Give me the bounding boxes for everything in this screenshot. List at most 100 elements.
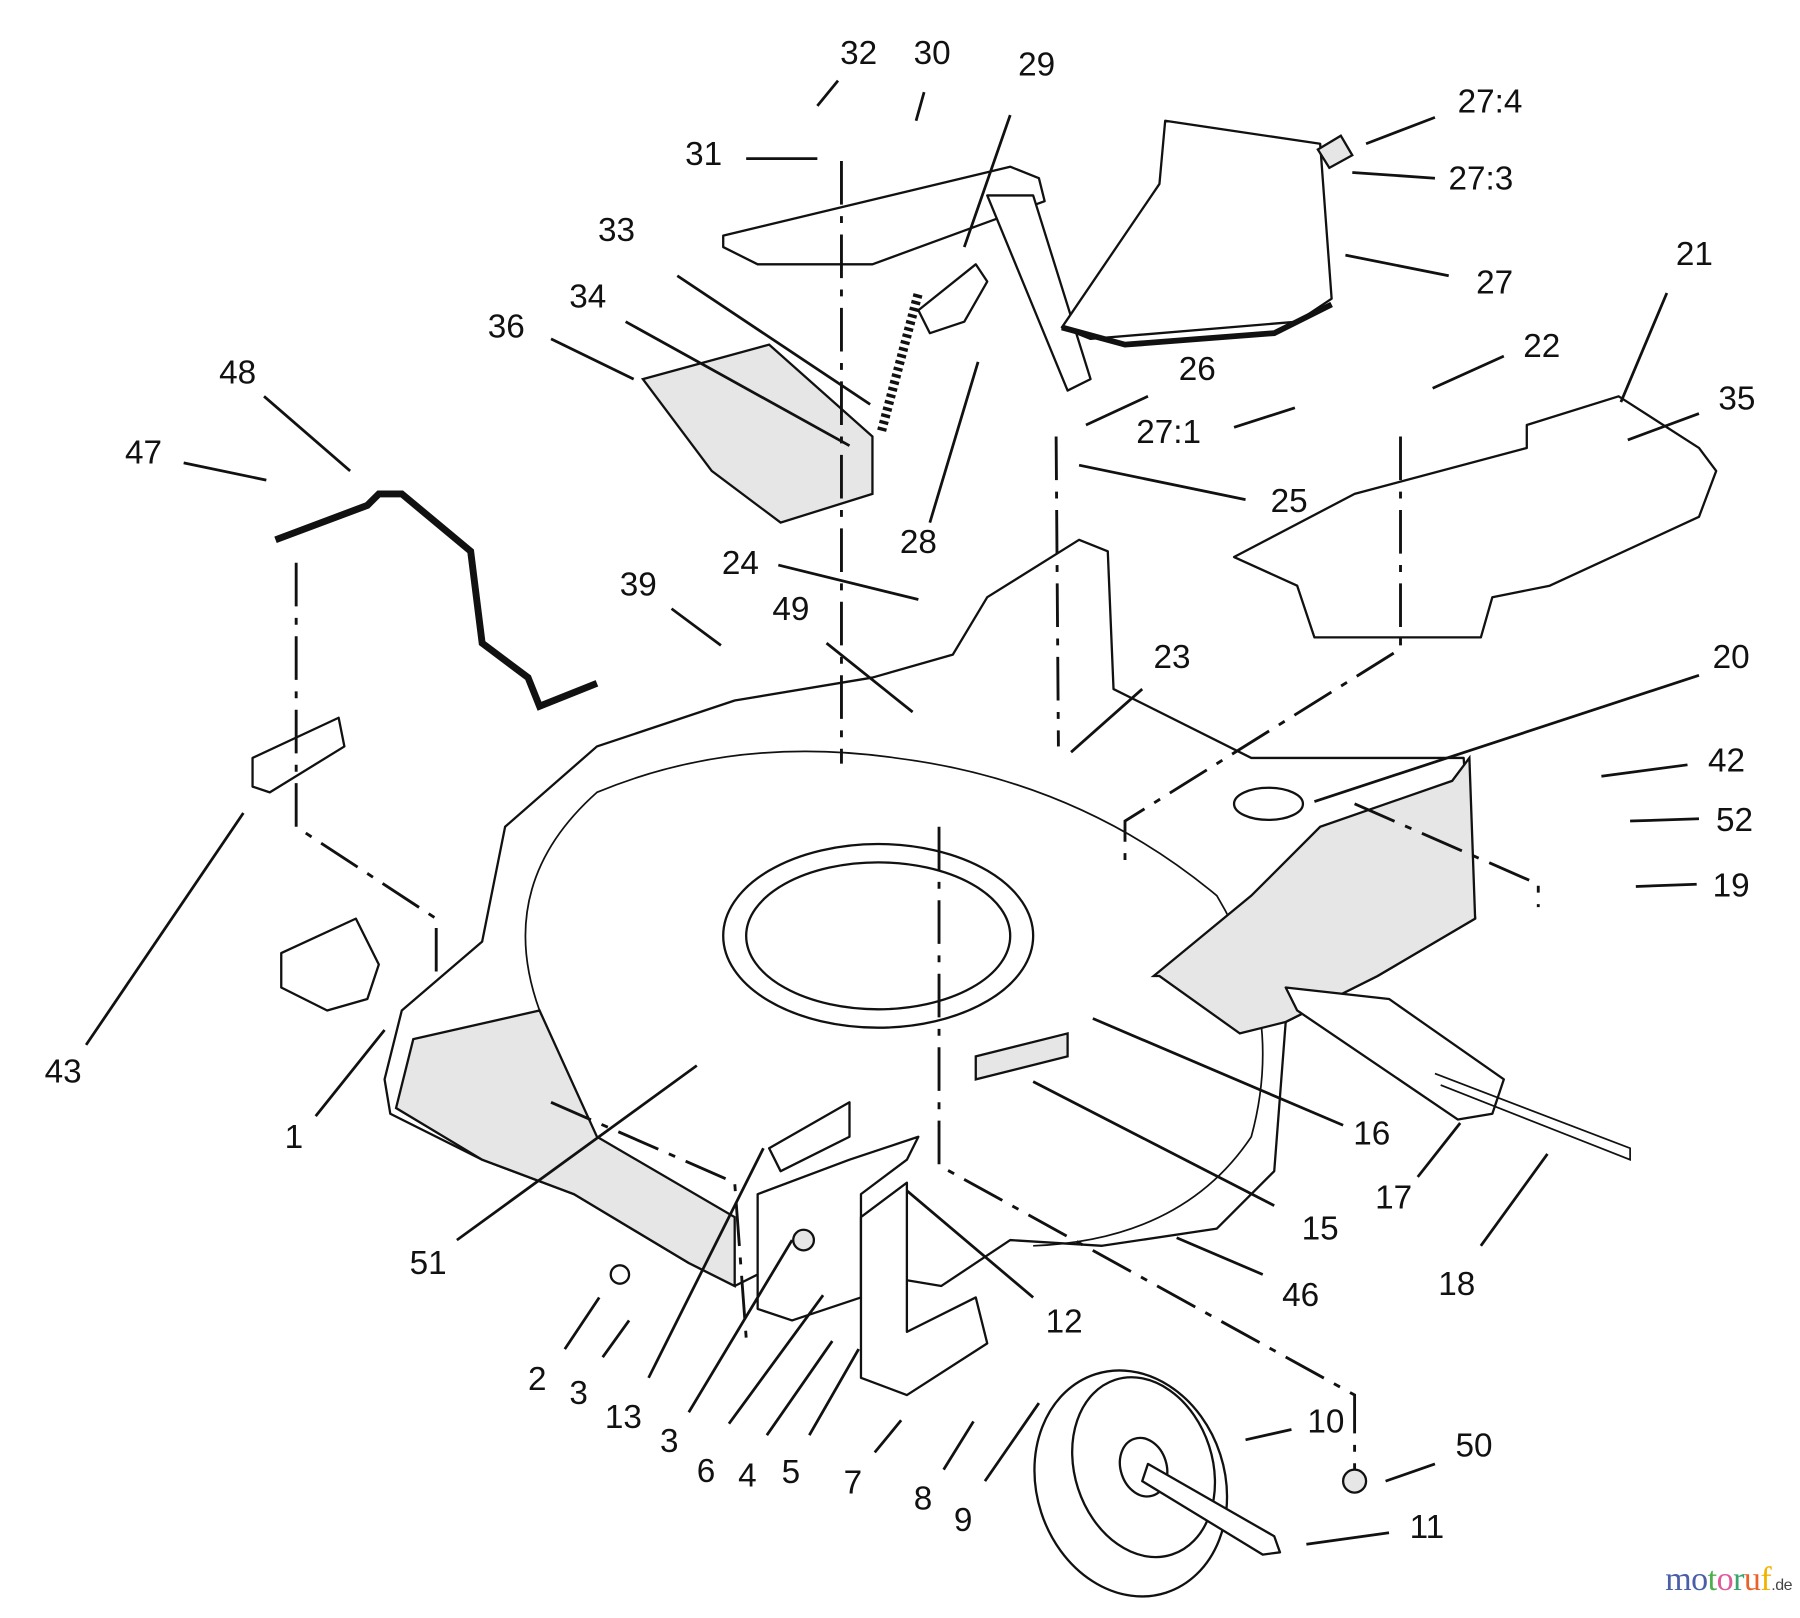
part-label-36: 36 <box>488 308 525 345</box>
part-label-12: 12 <box>1046 1304 1083 1341</box>
bracket-1 <box>280 917 380 1012</box>
part-label-24: 24 <box>722 545 759 582</box>
parts-drawing <box>251 119 1718 1598</box>
leader-line-18 <box>1479 1153 1549 1247</box>
leader-line-30 <box>914 91 926 122</box>
part-label-32: 32 <box>840 35 877 72</box>
part-label-47: 47 <box>125 435 162 472</box>
height-adjuster-13 <box>767 1101 851 1173</box>
part-label-9: 9 <box>954 1502 973 1539</box>
part-label-19: 19 <box>1713 867 1750 904</box>
part-label-16: 16 <box>1353 1115 1390 1152</box>
leader-line-33 <box>676 274 871 406</box>
part-label-31: 31 <box>685 136 722 173</box>
leader-line-46 <box>1176 1236 1264 1276</box>
part-label-17: 17 <box>1375 1180 1412 1217</box>
rear-chute-cover-21 <box>1232 395 1718 639</box>
logo-suffix: .de <box>1771 1577 1792 1594</box>
part-label-50: 50 <box>1455 1428 1492 1465</box>
cutting-ring-inner <box>745 861 1012 1011</box>
leader-line-17 <box>1416 1122 1462 1178</box>
deflector-36 <box>640 343 874 524</box>
part-label-7: 7 <box>844 1464 863 1501</box>
leader-line-21 <box>1619 292 1669 403</box>
part-label-5: 5 <box>782 1454 801 1491</box>
part-label-43: 43 <box>45 1053 82 1090</box>
leader-line-27-4 <box>1365 116 1436 146</box>
leader-line-3 <box>687 1239 794 1413</box>
bag-handle-27-3 <box>1316 134 1354 170</box>
part-label-27-1: 27:1 <box>1136 414 1201 451</box>
leader-line-27 <box>1345 253 1449 278</box>
leader-line-47 <box>183 461 267 482</box>
rear-handle-48 <box>274 490 599 711</box>
logo-letter: m <box>1665 1561 1692 1598</box>
part-label-27-3: 27:3 <box>1448 160 1513 197</box>
leader-line-23 <box>1070 688 1144 754</box>
handle-frame-29 <box>986 194 1092 392</box>
washer-6 <box>792 1228 816 1252</box>
leader-line-5 <box>808 1348 860 1436</box>
spring-33 <box>877 291 923 432</box>
part-label-15: 15 <box>1302 1211 1339 1248</box>
part-label-28: 28 <box>900 524 937 561</box>
part-label-48: 48 <box>219 354 256 391</box>
leader-line-32 <box>816 79 840 107</box>
part-label-1: 1 <box>285 1119 304 1156</box>
leader-line-6 <box>727 1294 825 1425</box>
part-label-8: 8 <box>914 1480 933 1517</box>
part-label-10: 10 <box>1307 1404 1344 1441</box>
leader-line-52 <box>1630 817 1700 823</box>
logo-letter: o <box>1716 1561 1734 1598</box>
part-label-23: 23 <box>1154 639 1191 676</box>
rear-drive-housing <box>1150 754 1477 1035</box>
leader-line-24 <box>777 563 919 601</box>
leader-lines <box>84 79 1700 1546</box>
part-label-21: 21 <box>1676 236 1713 273</box>
leader-line-19 <box>1635 882 1697 888</box>
part-label-30: 30 <box>914 35 951 72</box>
leader-line-49 <box>825 642 914 714</box>
deck-top-surface <box>524 750 1264 1247</box>
handle-upper-30 <box>722 165 1046 266</box>
part-label-27: 27 <box>1476 265 1513 302</box>
leader-line-11 <box>1306 1531 1390 1546</box>
part-label-3: 3 <box>569 1375 588 1412</box>
leader-line-39 <box>670 607 722 647</box>
leader-line-12 <box>905 1189 1035 1299</box>
part-label-25: 25 <box>1271 483 1308 520</box>
part-label-22: 22 <box>1523 328 1560 365</box>
rear-flap-17 <box>1284 986 1505 1121</box>
wheel-10 <box>1033 1369 1229 1598</box>
leader-line-51 <box>456 1064 698 1242</box>
leader-line-1 <box>314 1029 386 1117</box>
leader-line-36 <box>550 337 635 381</box>
logo-letter: t <box>1707 1561 1717 1598</box>
part-label-35: 35 <box>1718 381 1755 418</box>
leader-line-50 <box>1385 1462 1436 1483</box>
alignment-lines <box>294 160 1540 1470</box>
leader-line-27-3 <box>1352 171 1436 180</box>
part-label-11: 11 <box>1410 1509 1445 1546</box>
leader-line-35 <box>1627 412 1700 442</box>
part-label-18: 18 <box>1438 1266 1475 1303</box>
leader-line-7 <box>873 1419 903 1454</box>
leader-line-13 <box>647 1147 765 1379</box>
logo-letter: f <box>1760 1561 1772 1598</box>
leader-line-26 <box>1085 395 1149 427</box>
bracket-43 <box>251 716 346 794</box>
leader-line-4 <box>765 1340 834 1436</box>
leader-line-29 <box>962 114 1012 248</box>
leader-line-34 <box>624 320 851 447</box>
leader-line-25 <box>1078 463 1246 501</box>
nut-2 <box>609 1264 631 1285</box>
leader-line-2 <box>563 1296 601 1350</box>
rod-18 <box>1434 1072 1631 1161</box>
leader-line-10 <box>1245 1428 1292 1442</box>
leader-line-9 <box>983 1402 1041 1482</box>
leader-line-43 <box>84 812 245 1046</box>
part-label-13: 13 <box>605 1399 642 1436</box>
part-label-33: 33 <box>598 212 635 249</box>
